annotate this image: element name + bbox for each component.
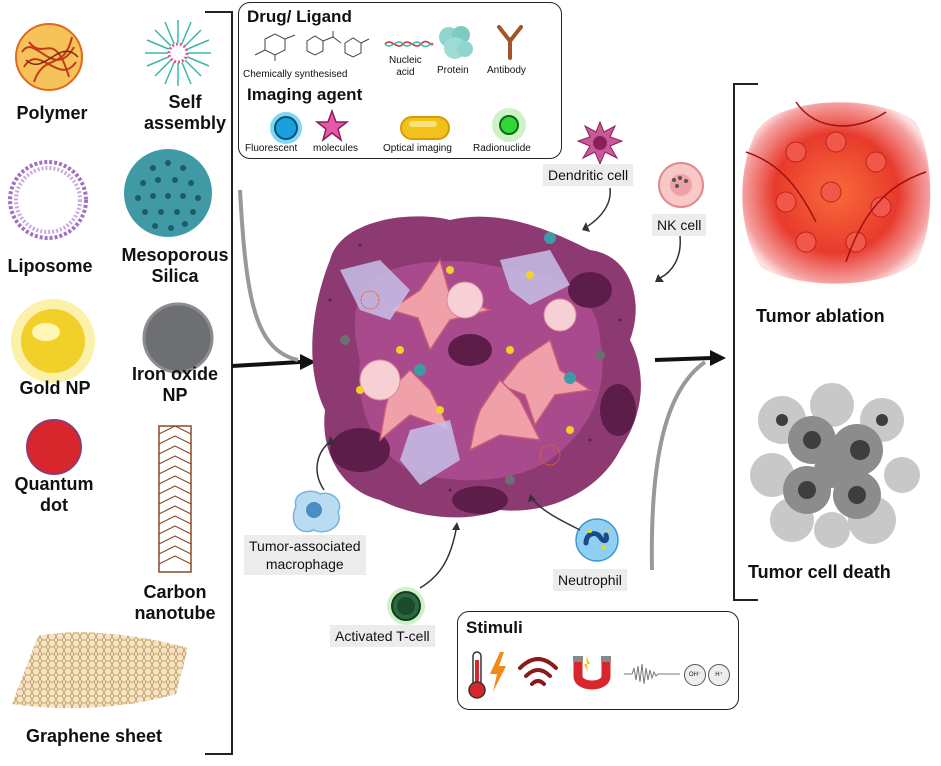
- fluorescent-label: Fluorescent: [245, 143, 298, 154]
- drug-ligand-title: Drug/ Ligand: [247, 7, 352, 26]
- self-assembly-label: Self assembly: [143, 92, 227, 133]
- tumor-mass: [312, 216, 641, 518]
- hydroxide-icon: OH⁻: [684, 664, 706, 686]
- graphene-sheet-icon: [12, 632, 188, 709]
- activated-t-cell-icon: [387, 587, 425, 625]
- chemically-synthesised-label: Chemically synthesised: [243, 69, 348, 80]
- antibody-label: Antibody: [487, 65, 526, 76]
- neutrophil-icon: [575, 518, 619, 562]
- radionuclide-label: Radionuclide: [473, 143, 531, 154]
- liposome-icon: [8, 160, 88, 240]
- tumor-cell-death-image: [750, 383, 920, 548]
- gold-np-icon: [11, 299, 95, 383]
- nk-cell-label: NK cell: [652, 214, 707, 236]
- self-assembly-icon: [145, 20, 211, 86]
- radionuclide-icon: [492, 108, 526, 142]
- imaging-agent-title: Imaging agent: [247, 85, 363, 104]
- acoustic-signal-icon: [624, 663, 680, 685]
- liposome-label: Liposome: [7, 256, 93, 276]
- payload-box: Drug/ Ligand Chemically synthesised Nucl…: [238, 2, 562, 159]
- stimuli-title: Stimuli: [466, 618, 523, 637]
- neutrophil-label: Neutrophil: [553, 569, 627, 591]
- thermometer-icon: [468, 651, 486, 699]
- proton-label: H⁺: [715, 672, 723, 678]
- optical-imaging-label: Optical imaging: [383, 143, 452, 154]
- mesoporous-silica-label: Mesoporous Silica: [121, 245, 229, 286]
- mesoporous-silica-icon: [124, 149, 212, 237]
- chemical-structure-icon: [254, 31, 370, 61]
- nk-cell-icon: [658, 162, 704, 208]
- polymer-icon: [15, 23, 83, 91]
- optical-imaging-icon: [400, 116, 450, 140]
- magnet-icon: [573, 656, 611, 690]
- proton-icon: H⁺: [708, 664, 730, 686]
- nucleic-acid-icon: [384, 40, 434, 48]
- tumor-cell-death-label: Tumor cell death: [748, 562, 891, 582]
- nucleic-acid-label: Nucleic acid: [389, 55, 422, 78]
- protein-label: Protein: [437, 65, 469, 76]
- graphene-sheet-label: Graphene sheet: [25, 726, 163, 746]
- macrophage-icon: [292, 490, 341, 533]
- hydroxide-label: OH⁻: [688, 672, 702, 678]
- iron-oxide-np-label: Iron oxide NP: [131, 364, 218, 405]
- protein-icon: [439, 26, 473, 59]
- star-molecule-icon: [314, 108, 350, 142]
- quantum-dot-icon: [26, 419, 82, 475]
- tumor-associated-macrophage-label: Tumor-associated macrophage: [244, 535, 366, 575]
- carbon-nanotube-icon: [158, 425, 192, 573]
- iron-oxide-np-icon: [142, 302, 214, 374]
- polymer-label: Polymer: [16, 103, 88, 123]
- dendritic-cell-icon: [576, 120, 624, 166]
- dendritic-cell-label: Dendritic cell: [543, 164, 634, 186]
- antibody-icon: [497, 25, 523, 60]
- ultrasound-waves-icon: [518, 657, 558, 686]
- lightning-icon: [490, 652, 506, 692]
- quantum-dot-label: Quantum dot: [14, 474, 94, 515]
- tumor-ablation-label: Tumor ablation: [756, 306, 885, 326]
- carbon-nanotube-label: Carbon nanotube: [134, 582, 216, 623]
- activated-t-cell-label: Activated T-cell: [330, 625, 435, 647]
- tumor-ablation-image: [742, 101, 931, 284]
- stimuli-box: Stimuli OH⁻ H⁺: [457, 611, 739, 710]
- molecules-label: molecules: [313, 143, 359, 154]
- gold-np-label: Gold NP: [19, 378, 91, 398]
- fluorescent-icon: [270, 112, 302, 144]
